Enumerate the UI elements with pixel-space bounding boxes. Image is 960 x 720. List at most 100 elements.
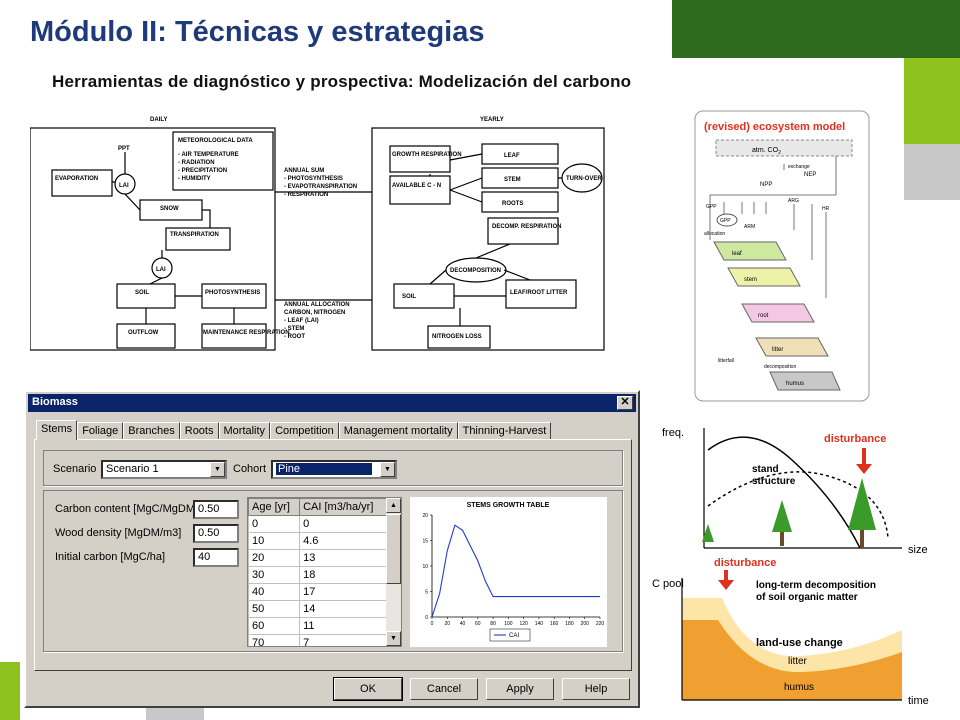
litterfall-label: litterfall: [718, 358, 734, 364]
help-button[interactable]: Help: [562, 678, 630, 700]
allocation-label: allocation: [704, 231, 725, 237]
cancel-button[interactable]: Cancel: [410, 678, 478, 700]
cohort-dropdown[interactable]: Pine ▼: [271, 460, 397, 479]
age-cell[interactable]: 0: [248, 515, 301, 533]
cai-cell[interactable]: 11: [299, 617, 388, 635]
legend-box: [489, 628, 531, 642]
arg-label: ARG: [788, 198, 799, 204]
cai-cell[interactable]: 14: [299, 600, 388, 618]
age-cell[interactable]: 40: [248, 583, 301, 601]
box-photosynthesis: PHOTOSYNTHESIS: [205, 290, 260, 296]
cai-cell[interactable]: 17: [299, 583, 388, 601]
y-tick-label: 0: [425, 615, 428, 621]
carbon-content-field[interactable]: 0.50: [193, 500, 239, 519]
hr-label: HR: [822, 206, 830, 212]
slide-subtitle: Herramientas de diagnóstico y prospectiv…: [52, 72, 632, 91]
scroll-thumb[interactable]: [386, 514, 401, 584]
x-tick-label: 180: [565, 621, 574, 627]
stem-layer-label: stem: [744, 277, 757, 283]
side-green-block: [904, 58, 960, 144]
annual-alloc-title: ANNUAL ALLOCATION: [284, 302, 350, 308]
box-maintenance: MAINTENANCE RESPIRATION: [203, 330, 290, 336]
box-transpiration: TRANSPIRATION: [170, 232, 219, 238]
y-tick-label: 5: [425, 590, 428, 596]
cai-cell[interactable]: 4.6: [299, 532, 388, 550]
size-axis-label: size: [908, 544, 928, 556]
scroll-up-icon[interactable]: ▲: [386, 498, 401, 513]
daily-header: DAILY: [150, 117, 167, 123]
disturbance-bottom-label: disturbance: [714, 557, 776, 569]
table-scrollbar[interactable]: ▲ ▼: [386, 498, 401, 646]
x-tick-label: 40: [460, 621, 466, 627]
cai-cell[interactable]: 13: [299, 549, 388, 567]
met-air-temp: - AIR TEMPERATURE: [178, 152, 239, 158]
cai-column-header[interactable]: CAI [m3/ha/yr]: [299, 498, 388, 516]
chevron-down-icon[interactable]: ▼: [380, 462, 395, 477]
scenario-label: Scenario: [53, 463, 97, 475]
age-cell[interactable]: 10: [248, 532, 301, 550]
x-tick-label: 20: [444, 621, 450, 627]
freq-axis-label: freq.: [662, 427, 684, 439]
age-cell[interactable]: 50: [248, 600, 301, 618]
cohort-label: Cohort: [233, 463, 267, 475]
scenario-dropdown[interactable]: Scenario 1 ▼: [101, 460, 227, 479]
ppt-label: PPT: [118, 146, 130, 152]
ok-button[interactable]: OK: [333, 677, 403, 701]
tab-management-mortality[interactable]: Management mortality: [338, 422, 458, 440]
lai-label: LAI: [119, 183, 129, 189]
slide-title: Módulo II: Técnicas y estrategias: [30, 16, 485, 48]
root-layer-label: root: [758, 313, 769, 319]
footer-gray-block: [146, 708, 204, 720]
tab-foliage[interactable]: Foliage: [77, 422, 124, 440]
x-tick-label: 140: [535, 621, 544, 627]
annual-sum-title: ANNUAL SUM: [284, 168, 324, 174]
ecosystem-model-title: (revised) ecosystem model: [704, 121, 845, 133]
age-cell[interactable]: 70: [248, 634, 301, 646]
box-leaf: LEAF: [504, 153, 520, 159]
dialog-title: Biomass: [32, 396, 78, 408]
tab-branches[interactable]: Branches: [123, 422, 180, 440]
box-soil-daily: SOIL: [135, 290, 149, 296]
litter-layer-label: litter: [772, 347, 783, 353]
chevron-down-icon[interactable]: ▼: [210, 462, 225, 477]
tab-roots[interactable]: Roots: [179, 422, 219, 440]
y-tick-label: 10: [422, 564, 428, 570]
initial-carbon-field[interactable]: 40: [193, 548, 239, 567]
tab-thinning-harvest[interactable]: Thinning-Harvest: [457, 422, 552, 440]
cai-cell[interactable]: 18: [299, 566, 388, 584]
cai-cell[interactable]: 7: [299, 634, 388, 646]
x-tick-label: 120: [519, 621, 528, 627]
age-cell[interactable]: 30: [248, 566, 301, 584]
tab-competition[interactable]: Competition: [270, 422, 339, 440]
apply-button[interactable]: Apply: [486, 678, 554, 700]
tab-mortality[interactable]: Mortality: [218, 422, 271, 440]
litter-band-label: litter: [788, 656, 808, 667]
humus-layer-label: humus: [786, 381, 804, 387]
age-cell[interactable]: 60: [248, 617, 301, 635]
box-nitrogen-loss: NITROGEN LOSS: [432, 334, 482, 340]
box-snow: SNOW: [160, 206, 179, 212]
side-gray-block: [904, 144, 960, 200]
npp-label: NPP: [760, 182, 772, 188]
nep-label: NEP: [804, 172, 816, 178]
box-stem: STEM: [504, 177, 521, 183]
dialog-titlebar[interactable]: Biomass ✕: [28, 394, 636, 412]
cai-series-line: [431, 524, 600, 618]
close-button[interactable]: ✕: [617, 396, 633, 410]
wood-density-field[interactable]: 0.50: [193, 524, 239, 543]
tab-stems[interactable]: Stems: [36, 420, 78, 440]
box-evaporation: EVAPORATION: [55, 176, 98, 182]
age-column-header[interactable]: Age [yr]: [248, 498, 301, 516]
box-leaf-root-litter: LEAF/ROOT LITTER: [510, 290, 568, 296]
annual-alloc-stem: - STEM: [284, 326, 304, 332]
cai-cell[interactable]: 0: [299, 515, 388, 533]
age-cell[interactable]: 20: [248, 549, 301, 567]
met-precipitation: - PRECIPITATION: [178, 168, 227, 174]
scroll-down-icon[interactable]: ▼: [386, 631, 401, 646]
